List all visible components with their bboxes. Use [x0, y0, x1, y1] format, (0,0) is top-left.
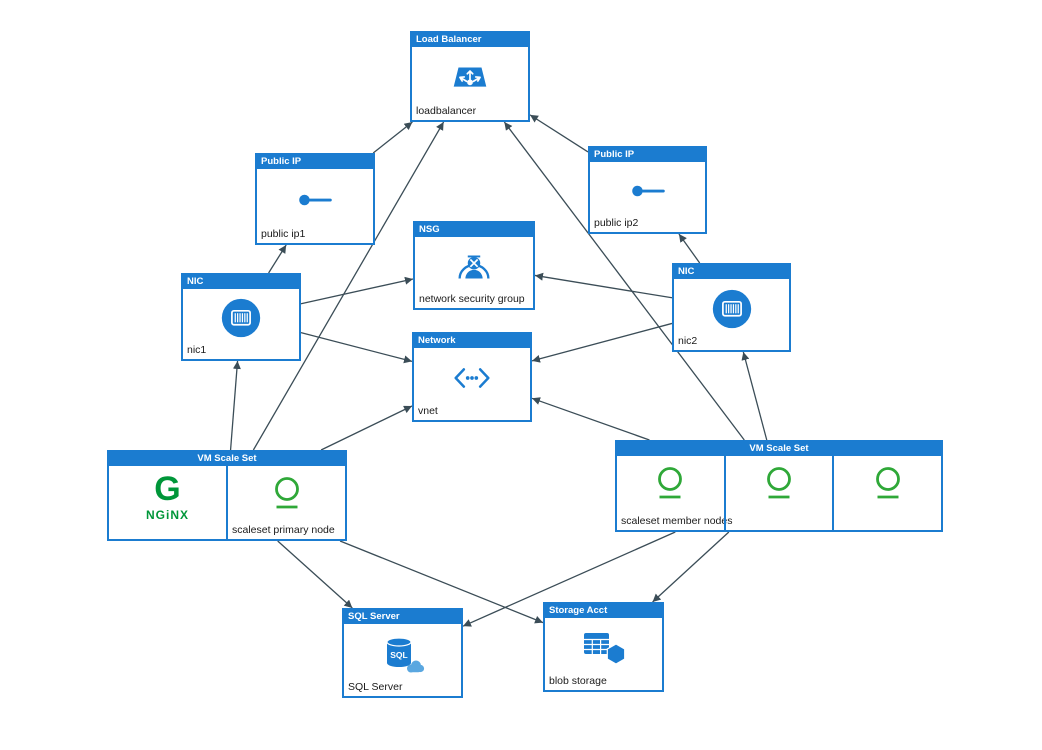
node-body — [183, 289, 299, 359]
node-storage-account[interactable]: Storage Acct blob storage — [543, 602, 664, 692]
edge-publicip1-loadbalancer — [372, 121, 413, 154]
vmss-cell-nginx[interactable]: G NGiNX — [109, 466, 226, 539]
node-type-label: Load Balancer — [412, 33, 528, 47]
public-ip-icon — [631, 185, 665, 197]
node-network[interactable]: Network vnet — [412, 332, 532, 422]
node-vm-scale-set-members[interactable]: VM Scale Set scaleset member nodes — [615, 440, 943, 532]
security-person-icon — [458, 255, 490, 279]
public-ip-icon — [299, 194, 332, 206]
nic-icon — [712, 289, 751, 328]
vm-node-icon — [875, 467, 900, 499]
edge-vmss1-sql — [277, 540, 353, 609]
nginx-glyph: G — [154, 469, 181, 508]
edge-vmss2-sql — [462, 531, 676, 627]
node-label: nic2 — [678, 335, 698, 347]
network-icon — [454, 368, 490, 388]
edge-nic2-nsg — [534, 272, 673, 299]
node-nic-2[interactable]: NIC nic2 — [672, 263, 791, 352]
edge-nic2-publicip2 — [678, 233, 701, 264]
edge-nic2-vnet — [531, 322, 673, 363]
node-vm-scale-set-primary[interactable]: VM Scale Set G NGiNX scaleset primary no… — [107, 450, 347, 541]
node-label: public ip2 — [594, 217, 639, 229]
node-public-ip-1[interactable]: Public IP public ip1 — [255, 153, 375, 245]
node-public-ip-2[interactable]: Public IP public ip2 — [588, 146, 707, 234]
vm-node-icon — [274, 476, 299, 508]
node-nic-1[interactable]: NIC nic1 — [181, 273, 301, 361]
node-label: SQL Server — [348, 681, 403, 693]
node-label: network security group — [419, 293, 525, 305]
node-body: SQL — [344, 624, 461, 696]
vmss-cell-member-2[interactable] — [723, 456, 833, 530]
edge-vmss2-storage — [652, 531, 730, 603]
edge-nic1-nsg — [300, 276, 414, 305]
edge-vmss1-vnet — [320, 405, 413, 451]
node-label: public ip1 — [261, 228, 306, 240]
node-label: loadbalancer — [416, 105, 477, 117]
node-type-label: NIC — [183, 275, 299, 289]
edge-vmss1-nic1 — [229, 360, 241, 451]
node-label: scaleset member nodes — [621, 515, 733, 527]
node-type-label: Public IP — [257, 155, 373, 169]
node-sql-server[interactable]: SQL Server SQL SQL Server — [342, 608, 463, 698]
node-body — [412, 47, 528, 120]
node-type-label: SQL Server — [344, 610, 461, 624]
node-label: nic1 — [187, 344, 207, 356]
edge-vmss1-storage — [339, 540, 544, 624]
node-type-label: VM Scale Set — [617, 442, 941, 456]
storage-icon — [583, 633, 625, 665]
node-body — [590, 162, 705, 232]
node-label: blob storage — [549, 675, 607, 687]
node-load-balancer[interactable]: Load Balancer loadbalancer — [410, 31, 530, 122]
node-type-label: Public IP — [590, 148, 705, 162]
node-type-label: VM Scale Set — [109, 452, 345, 466]
load-balancer-icon — [453, 66, 487, 87]
vm-node-icon — [767, 467, 791, 499]
edge-publicip2-loadbalancer — [529, 114, 589, 153]
sql-icon-text: SQL — [390, 650, 407, 660]
edge-vmss1-loadbalancer — [252, 121, 445, 451]
edge-vmss2-loadbalancer — [503, 121, 745, 441]
node-body — [674, 279, 789, 350]
nic-icon — [221, 298, 261, 338]
node-type-label: NSG — [415, 223, 533, 237]
node-body — [545, 618, 662, 690]
edge-nic1-vnet — [300, 331, 413, 364]
cloud-icon — [406, 660, 424, 673]
node-type-label: Network — [414, 334, 530, 348]
node-label: scaleset primary node — [232, 524, 335, 536]
vmss-cell-member-3[interactable] — [832, 456, 941, 530]
nginx-wordmark: NGiNX — [145, 507, 189, 522]
edge-vmss2-nic2 — [741, 351, 768, 441]
sql-server-icon: SQL — [385, 637, 424, 673]
node-nsg[interactable]: NSG network security group — [413, 221, 535, 310]
node-body — [415, 237, 533, 308]
vm-node-icon — [658, 467, 683, 499]
node-type-label: Storage Acct — [545, 604, 662, 618]
node-body — [257, 169, 373, 243]
vmss-cell-primary-node[interactable]: scaleset primary node — [226, 466, 345, 539]
node-label: vnet — [418, 405, 438, 417]
node-type-label: NIC — [674, 265, 789, 279]
edge-nic1-publicip1 — [268, 244, 287, 274]
edge-vmss2-vnet — [531, 397, 650, 441]
node-body — [414, 348, 530, 420]
vmss-cell-member-1[interactable]: scaleset member nodes — [617, 456, 732, 530]
nginx-logo: G NGiNX — [146, 472, 189, 522]
